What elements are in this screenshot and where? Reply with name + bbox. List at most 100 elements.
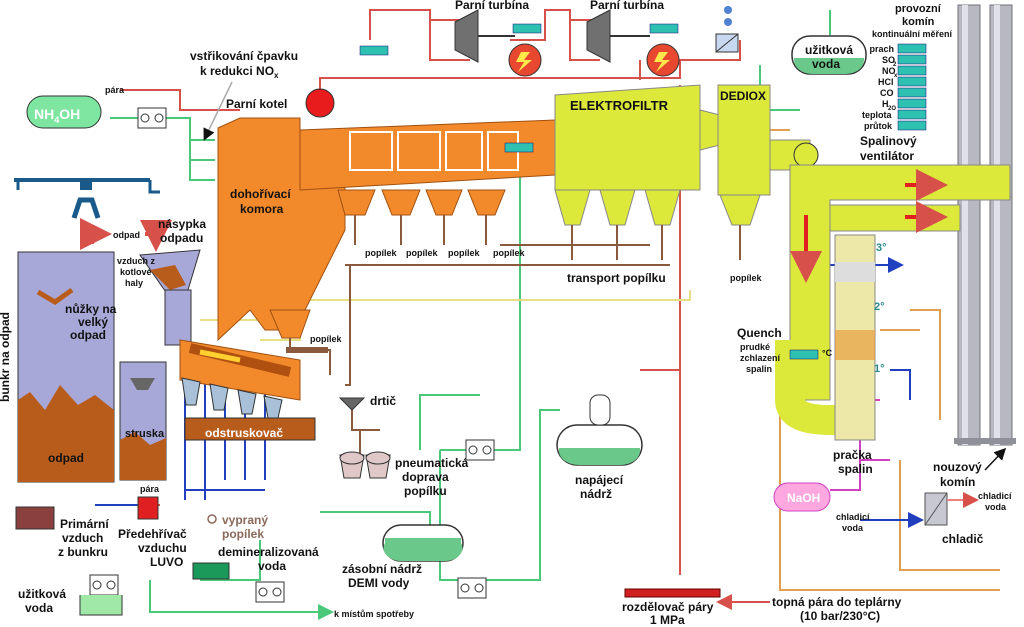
measurement-label: průtok xyxy=(864,121,893,131)
lightning-icon xyxy=(516,52,532,72)
condenser xyxy=(715,6,739,53)
boiler-label: Parní kotel xyxy=(226,97,287,111)
ash-transport-label: transport popílku xyxy=(567,271,666,285)
scissors-label-3: odpad xyxy=(70,328,106,342)
ash-lines xyxy=(286,215,741,386)
heating-steam-label-1: topná pára do teplárny xyxy=(772,595,902,609)
nh4oh-label: NH4OH xyxy=(34,106,80,125)
measurement-label: CO xyxy=(880,88,894,98)
air-from-hall-3: haly xyxy=(125,278,143,288)
measurement-item: SO 2 xyxy=(882,54,927,68)
primary-air-label-3: z bunkru xyxy=(58,545,108,559)
primary-air-label-1: Primární xyxy=(60,517,109,531)
cooling-out-label-2: voda xyxy=(985,502,1007,512)
waste-arrow-icon xyxy=(140,220,172,252)
quench-label-2: prudké xyxy=(740,342,770,352)
naoh-label: NaOH xyxy=(787,491,820,505)
hopper-label-1: násypka xyxy=(158,217,206,231)
steam-turbine-1 xyxy=(454,9,542,77)
ash-label-3: popílek xyxy=(448,248,480,258)
measurement-label: teplota xyxy=(862,110,892,120)
process-water-b-label-2: voda xyxy=(25,601,53,615)
pneumatic-label-1: pneumatická xyxy=(395,456,469,470)
measurement-list: prach SO 2 NO x HCl CO H 2O teplota xyxy=(862,43,927,131)
dedioxin-label: DEDIOX xyxy=(720,89,766,103)
stack-label-2: komín xyxy=(902,16,935,28)
operating-stack xyxy=(954,4,1016,446)
steam-turbine-2 xyxy=(586,9,680,77)
deslagger-label: odstruskovač xyxy=(205,426,283,440)
tube-banks xyxy=(349,45,534,171)
consumption-label: k místům spotřeby xyxy=(334,609,414,619)
cooling-out-label-1: chladicí xyxy=(978,491,1012,501)
quench-label-4: spalin xyxy=(746,364,772,374)
measurement-label: HCl xyxy=(878,77,894,87)
pneumatic-silos xyxy=(339,451,391,479)
crusher-label: drtič xyxy=(370,394,396,408)
measurement-sub: x xyxy=(894,73,898,79)
ammonia-label-1: vstřikování čpavku xyxy=(190,49,298,63)
feed-tank-label-2: nádrž xyxy=(580,487,612,501)
process-water-label-1: užitková xyxy=(805,43,853,57)
demi-tank-label-1: zásobní nádrž xyxy=(342,562,422,576)
lightning-icon xyxy=(654,52,670,72)
cooling-water-label-2: voda xyxy=(842,523,864,533)
ash-label-1: popílek xyxy=(365,248,397,258)
ash-label-6: popílek xyxy=(730,273,762,283)
feed-tank-label-1: napájecí xyxy=(575,473,624,487)
steam-distributor-label-2: 1 MPa xyxy=(650,613,685,627)
preheater-label-3: LUVO xyxy=(150,555,183,569)
measurement-item: teplota xyxy=(862,109,927,120)
pneumatic-label-3: popílku xyxy=(404,484,447,498)
ash-label-5: popílek xyxy=(310,334,342,344)
nh4oh-tank xyxy=(26,95,102,129)
electrofilter-label: ELEKTROFILTR xyxy=(570,98,669,113)
pneumatic-label-2: doprava xyxy=(402,470,449,484)
steam-distributor-label-1: rozdělovač páry xyxy=(622,600,714,614)
combustion-label-1: dohořívací xyxy=(230,187,291,201)
demin-label-1: demineralizovaná xyxy=(218,545,319,559)
naoh-tank xyxy=(773,482,831,512)
emergency-stack-label-1: nouzový xyxy=(933,460,982,474)
stack-label-1: provozní xyxy=(895,3,942,15)
luvo-preheater xyxy=(137,496,159,520)
demi-water-tank xyxy=(382,524,464,562)
air-from-hall-2: kotlové xyxy=(120,267,152,277)
nh4oh-pump xyxy=(137,107,167,129)
measurement-label: prach xyxy=(869,44,894,54)
measurement-item: NO x xyxy=(882,65,927,79)
primary-air-box xyxy=(15,506,55,530)
measurement-item: CO xyxy=(880,87,927,98)
stage-2-label: 2° xyxy=(874,301,885,313)
heating-steam-label-2: (10 bar/230°C) xyxy=(800,609,880,623)
quench-label-3: zchlazení xyxy=(740,353,781,363)
ammonia-label-2: k redukci NOx xyxy=(200,64,279,80)
crusher xyxy=(338,397,366,411)
combustion-label-2: komora xyxy=(240,202,284,216)
steam-distributor xyxy=(624,588,721,598)
process-water-tank xyxy=(791,35,867,75)
scissors-label-2: velký xyxy=(78,315,108,329)
stage-3-label: 3° xyxy=(876,242,887,254)
steam-drum xyxy=(305,88,335,118)
cooling-water-label-1: chladicí xyxy=(836,512,870,522)
air-from-hall-1: vzduch z xyxy=(117,256,156,266)
bunker-vertical-label: bunkr na odpad xyxy=(0,312,12,402)
measurement-item: průtok xyxy=(864,120,927,131)
slag-pit xyxy=(119,361,167,481)
process-water-label-2: voda xyxy=(812,57,840,71)
primary-air-label-2: vzduch xyxy=(62,531,103,545)
ash-label-4: popílek xyxy=(493,248,525,258)
bunker-waste-label: odpad xyxy=(48,451,84,465)
flue-gas-duct xyxy=(789,164,1011,410)
scrubber-label-1: pračka xyxy=(833,448,872,462)
measurement-sub: 2 xyxy=(893,62,897,68)
feed-water-tank xyxy=(556,394,643,466)
demin-label-2: voda xyxy=(258,559,286,573)
fan-label-2: ventilátor xyxy=(860,149,914,163)
pumps xyxy=(89,439,495,603)
steam-top-label: pára xyxy=(105,85,125,95)
electrofilter xyxy=(554,84,721,226)
scissors-label-1: nůžky na xyxy=(65,302,117,316)
